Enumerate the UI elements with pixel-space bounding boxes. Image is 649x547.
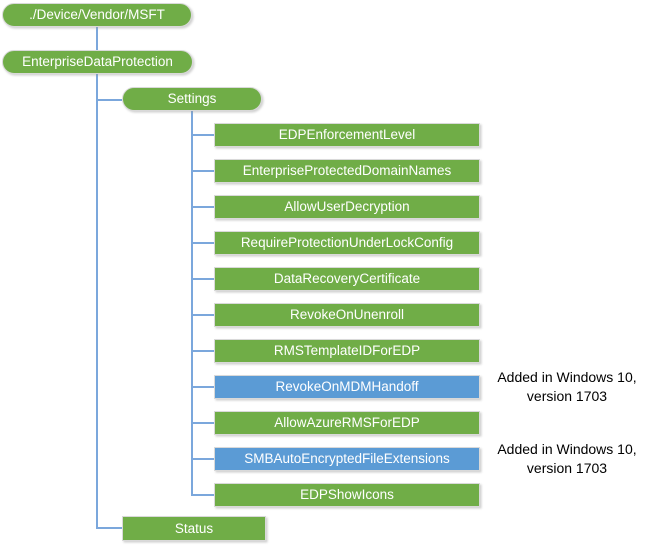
node-rmstemplateidforedp: RMSTemplateIDForEDP xyxy=(214,339,480,363)
connector-stub xyxy=(191,458,214,460)
connector-stub xyxy=(191,170,214,172)
node-settings: Settings xyxy=(122,87,262,111)
annotation-revokeonmdmhandoff-added: Added in Windows 10, version 1703 xyxy=(486,368,648,406)
connector-root-to-provider xyxy=(96,27,98,50)
node-device-vendor-msft: ./Device/Vendor/MSFT xyxy=(2,3,192,27)
node-edpenforcementlevel: EDPEnforcementLevel xyxy=(214,123,480,147)
connector-stub xyxy=(191,494,214,496)
annotation-line: Added in Windows 10, xyxy=(497,441,637,457)
annotation-smbautoencrypted-added: Added in Windows 10, version 1703 xyxy=(486,440,648,478)
connector-stub xyxy=(191,242,214,244)
node-enterprisedataprotection: EnterpriseDataProtection xyxy=(2,50,193,74)
node-requireprotectionunderlockconfig: RequireProtectionUnderLockConfig xyxy=(214,231,480,255)
connector-branch-settings xyxy=(96,99,122,101)
node-smbautoencryptedfileextensions: SMBAutoEncryptedFileExtensions xyxy=(214,447,480,471)
node-enterpriseprotecteddomainnames: EnterpriseProtectedDomainNames xyxy=(214,159,480,183)
connector-settings-trunk xyxy=(191,111,193,496)
annotation-line: version 1703 xyxy=(526,388,608,404)
connector-stub xyxy=(191,386,214,388)
annotation-line: Added in Windows 10, xyxy=(497,369,637,385)
node-allowazurermsforedp: AllowAzureRMSForEDP xyxy=(214,411,480,435)
connector-provider-trunk xyxy=(96,74,98,529)
connector-stub xyxy=(191,314,214,316)
node-allowuserdecryption: AllowUserDecryption xyxy=(214,195,480,219)
connector-stub xyxy=(191,350,214,352)
annotation-line: version 1703 xyxy=(526,460,608,476)
node-revokeonunenroll: RevokeOnUnenroll xyxy=(214,303,480,327)
node-edpshowicons: EDPShowIcons xyxy=(214,483,480,507)
connector-stub xyxy=(191,422,214,424)
node-revokeonmdmhandoff: RevokeOnMDMHandoff xyxy=(214,375,480,399)
node-datarecoverycertificate: DataRecoveryCertificate xyxy=(214,267,480,291)
connector-stub xyxy=(191,278,214,280)
connector-branch-status xyxy=(96,527,122,529)
connector-stub xyxy=(191,206,214,208)
connector-stub xyxy=(191,134,214,136)
node-status: Status xyxy=(122,516,266,541)
